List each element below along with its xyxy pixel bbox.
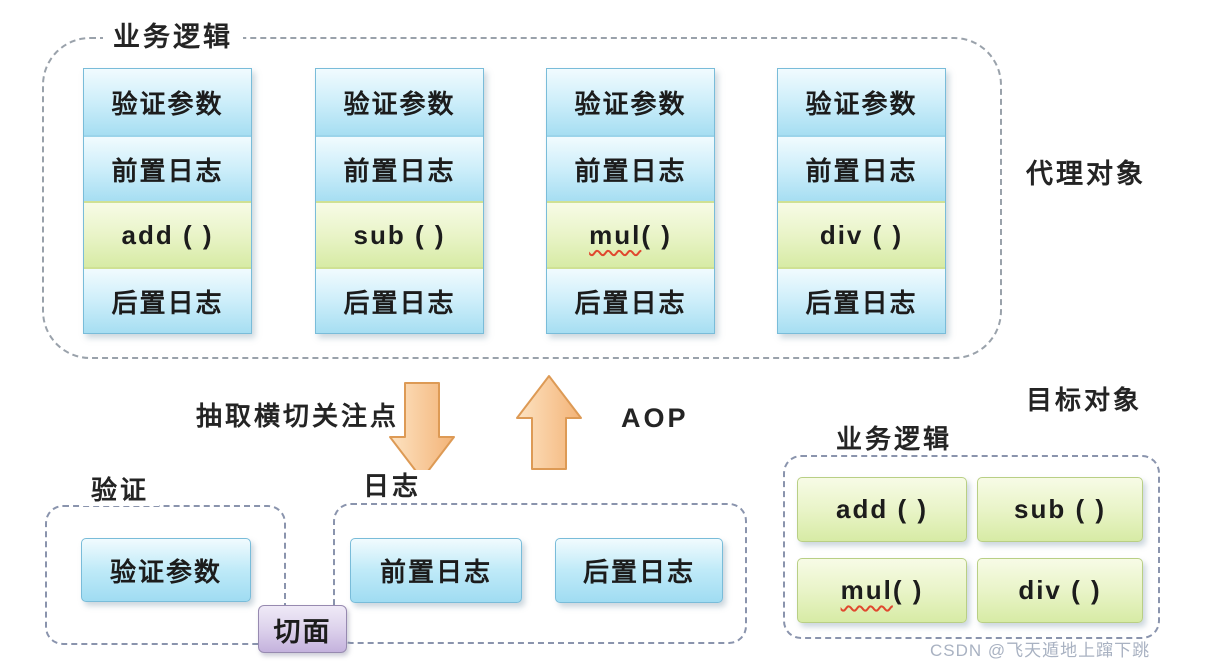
cell-method-mul: mul ( ) <box>547 201 714 267</box>
aop-label: AOP <box>621 403 689 433</box>
target-group-outline <box>783 455 1160 639</box>
up-arrow-icon <box>516 375 582 470</box>
cell-after-log: 后置日志 <box>778 267 945 333</box>
down-arrow-icon <box>389 382 455 480</box>
target-method-add: add ( ) <box>797 477 967 542</box>
mul-parens: ( ) <box>641 219 672 250</box>
proxy-column-add: 验证参数 前置日志 add ( ) 后置日志 <box>83 68 252 334</box>
cell-validate-params: 验证参数 <box>316 69 483 135</box>
cell-before-log: 前置日志 <box>547 135 714 201</box>
cell-after-log: 后置日志 <box>316 267 483 333</box>
cell-before-log: 前置日志 <box>84 135 251 201</box>
proxy-column-sub: 验证参数 前置日志 sub ( ) 后置日志 <box>315 68 484 334</box>
extract-crosscut-label: 抽取横切关注点 <box>196 401 400 431</box>
watermark: CSDN @飞天遁地上蹿下跳 <box>930 641 1151 660</box>
validate-group-outline <box>45 505 286 645</box>
before-log-box: 前置日志 <box>350 538 522 603</box>
after-log-box: 后置日志 <box>555 538 723 603</box>
proxy-column-div: 验证参数 前置日志 div ( ) 后置日志 <box>777 68 946 334</box>
cell-before-log: 前置日志 <box>778 135 945 201</box>
target-method-sub: sub ( ) <box>977 477 1143 542</box>
proxy-group-label: 业务逻辑 <box>103 21 243 53</box>
mul-text: mul <box>589 219 642 250</box>
mul-text: mul <box>840 575 893 605</box>
cell-method-div: div ( ) <box>778 201 945 267</box>
target-object-label: 目标对象 <box>1026 385 1143 415</box>
target-method-div: div ( ) <box>977 558 1143 623</box>
target-group-label: 业务逻辑 <box>826 423 963 455</box>
log-group-outline <box>333 503 747 644</box>
cell-validate-params: 验证参数 <box>547 69 714 135</box>
mul-parens: ( ) <box>892 575 924 605</box>
validate-group-label: 验证 <box>81 474 160 506</box>
proxy-object-label: 代理对象 <box>1026 159 1146 189</box>
cell-validate-params: 验证参数 <box>778 69 945 135</box>
cell-before-log: 前置日志 <box>316 135 483 201</box>
cell-method-add: add ( ) <box>84 201 251 267</box>
aspect-tag: 切面 <box>258 605 347 653</box>
validate-params-box: 验证参数 <box>81 538 251 602</box>
proxy-group-outline <box>42 37 1002 359</box>
cell-method-sub: sub ( ) <box>316 201 483 267</box>
cell-validate-params: 验证参数 <box>84 69 251 135</box>
target-method-mul: mul ( ) <box>797 558 967 623</box>
proxy-column-mul: 验证参数 前置日志 mul ( ) 后置日志 <box>546 68 715 334</box>
cell-after-log: 后置日志 <box>84 267 251 333</box>
log-group-label: 日志 <box>353 470 432 502</box>
cell-after-log: 后置日志 <box>547 267 714 333</box>
